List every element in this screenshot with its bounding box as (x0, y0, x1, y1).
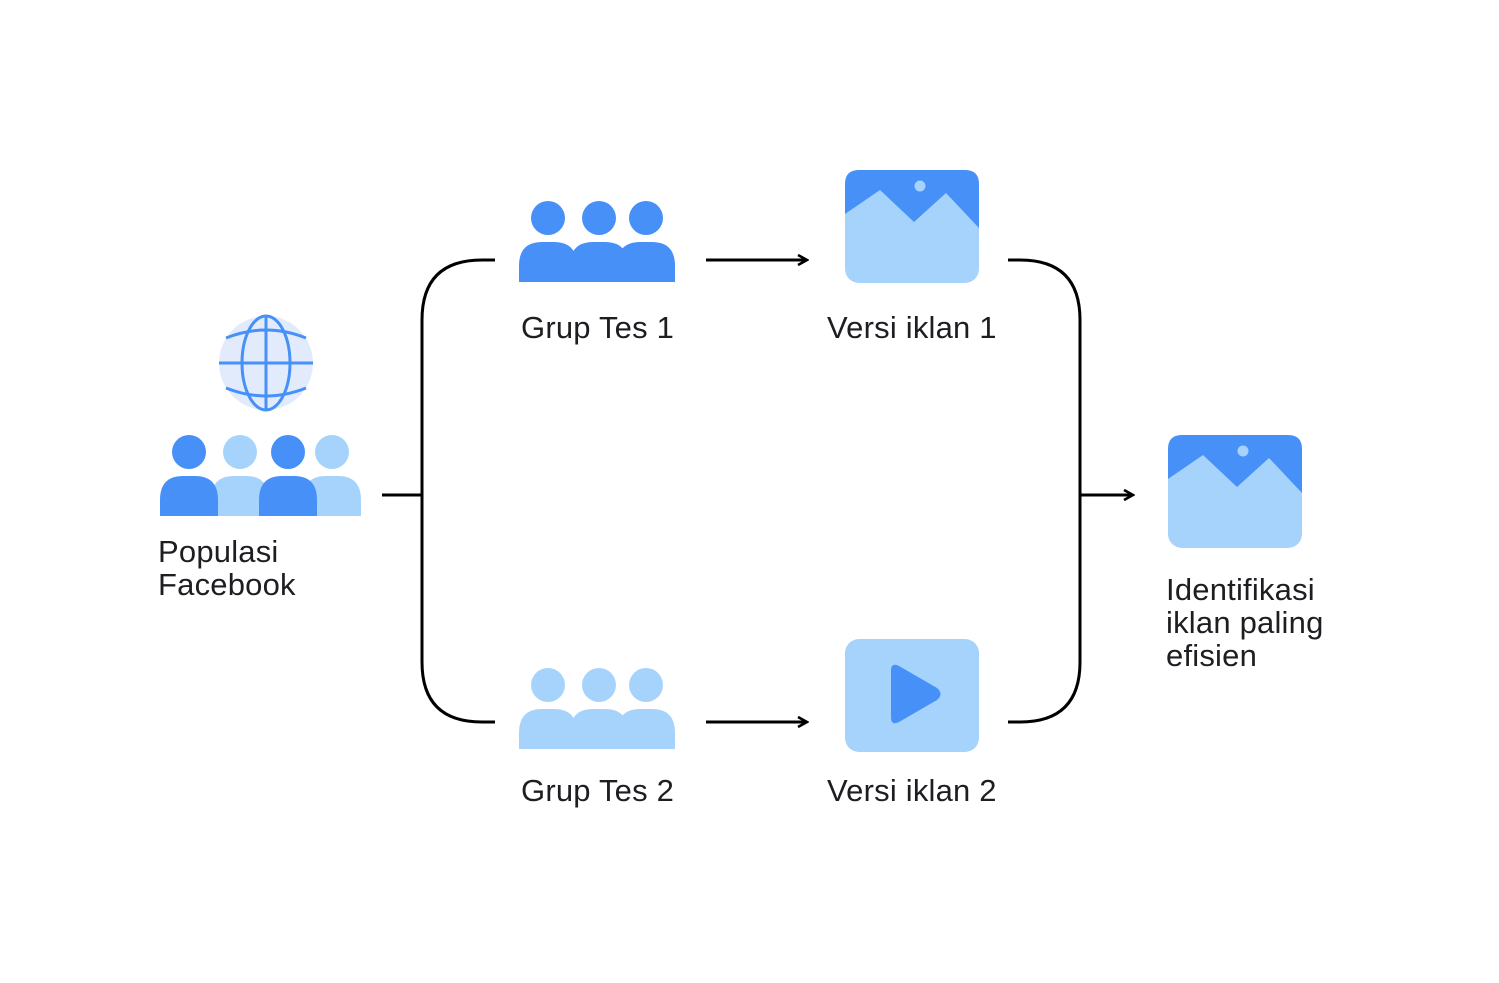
test-group-2-label: Grup Tes 2 (521, 773, 675, 808)
split-bracket (420, 258, 495, 724)
image-icon (845, 170, 979, 283)
result-label: Identifikasi iklan paling efisien (1166, 572, 1324, 673)
population-label: Populasi Facebook (158, 534, 296, 602)
ad-version-1-label: Versi iklan 1 (827, 310, 997, 345)
test-group-1-label: Grup Tes 1 (521, 310, 675, 345)
ad-version-2-label: Versi iklan 2 (827, 773, 997, 808)
merge-bracket (1008, 258, 1082, 724)
image-icon (1168, 435, 1302, 548)
people-group-icon (519, 201, 675, 282)
globe-icon (219, 314, 313, 412)
people-group-icon (519, 668, 675, 749)
people-icon (160, 435, 361, 516)
video-play-icon (845, 639, 979, 752)
